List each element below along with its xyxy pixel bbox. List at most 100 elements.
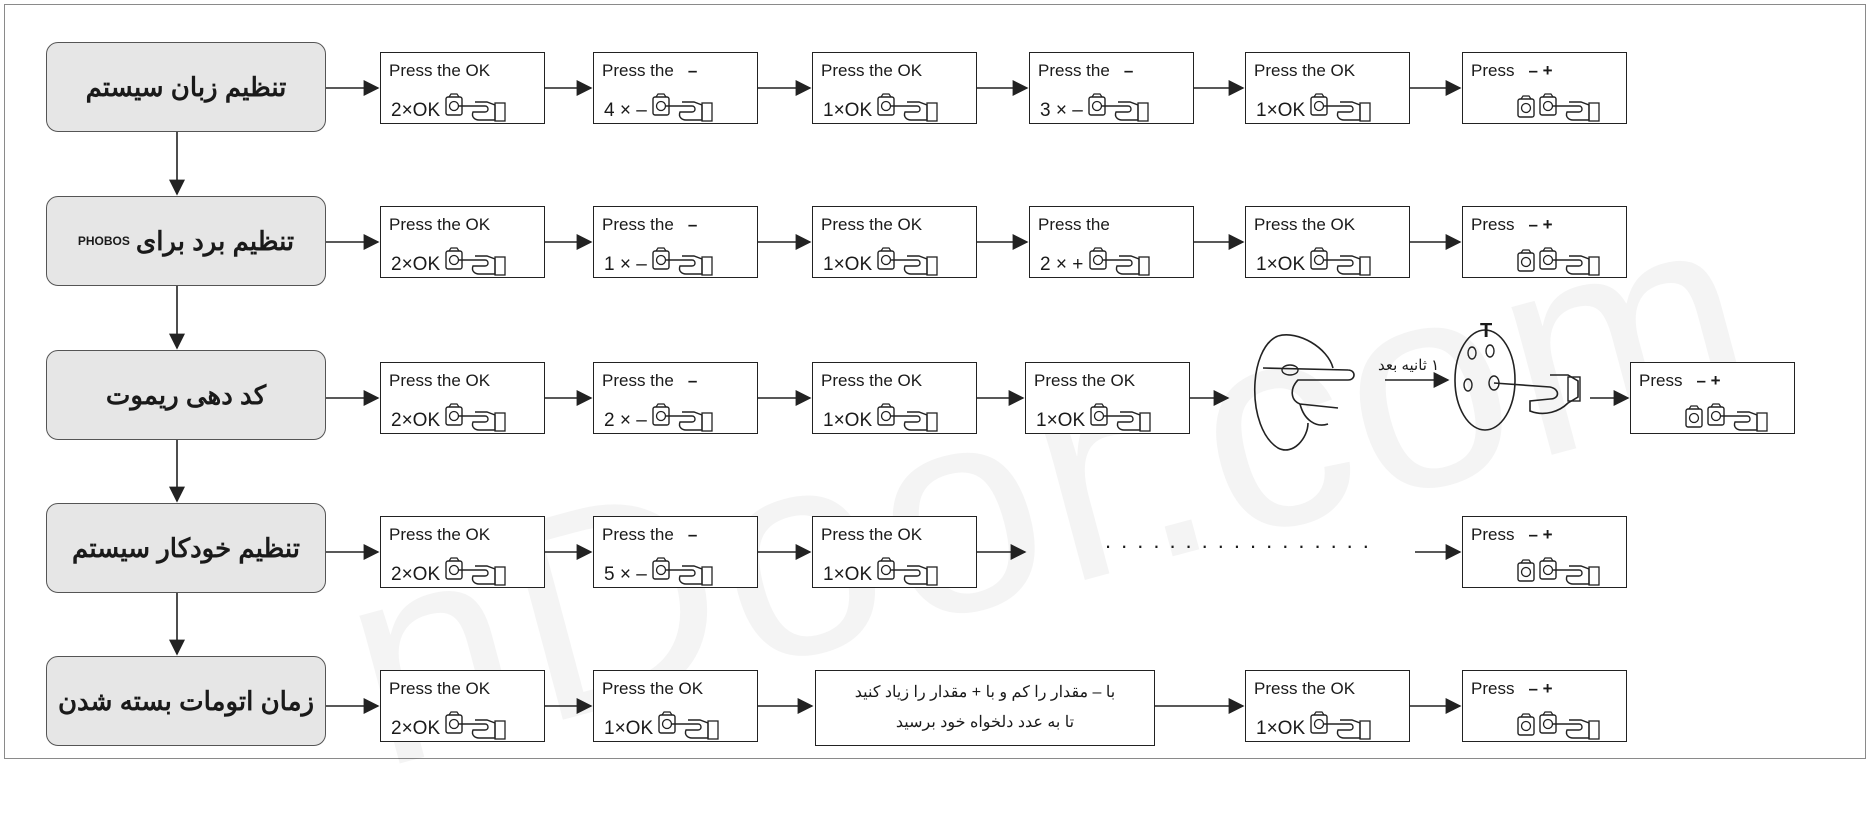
- step-count: 5 × –: [604, 557, 714, 593]
- adjust-value-note: با – مقدار را کم و با + مقدار را زیاد کن…: [815, 670, 1155, 746]
- step-count-text: 1×OK: [823, 100, 878, 122]
- step-instruction: Press the OK: [821, 525, 922, 545]
- button-press-icon: [877, 247, 939, 282]
- step-instruction-text: Press the: [602, 61, 674, 80]
- step-key-symbol: – +: [1528, 215, 1553, 234]
- step-instruction: Press– +: [1471, 679, 1553, 699]
- button-press-icon: [877, 403, 939, 438]
- step-count-text: 2×OK: [391, 254, 446, 276]
- step-instruction: Press the OK: [821, 371, 922, 391]
- step-instruction-text: Press the OK: [821, 215, 923, 234]
- step-instruction-text: Press the OK: [389, 61, 491, 80]
- step-instruction-text: Press the: [602, 371, 674, 390]
- button-press-icon: [1310, 247, 1372, 282]
- step-count: [1515, 247, 1601, 283]
- step-count: 1×OK: [604, 711, 720, 747]
- step-instruction: Press the OK: [602, 679, 703, 699]
- step-instruction: Press the–: [1038, 61, 1133, 81]
- button-press-icon: [652, 247, 714, 282]
- step-instruction-text: Press the: [602, 215, 674, 234]
- press-step: Press the– 1 × –: [593, 206, 758, 278]
- step-count-text: 1×OK: [823, 564, 878, 586]
- button-press-icon: [1310, 711, 1372, 746]
- step-count: 1×OK: [823, 93, 939, 129]
- press-step: Press the– 5 × –: [593, 516, 758, 588]
- step-count-text: 1×OK: [1036, 410, 1091, 432]
- step-instruction-text: Press the OK: [1254, 61, 1356, 80]
- step-instruction-text: Press: [1639, 371, 1683, 390]
- step-count-text: 1×OK: [1256, 100, 1311, 122]
- step-instruction: Press – +: [1471, 525, 1553, 545]
- step-instruction-text: Press the: [1038, 215, 1110, 234]
- step-key-symbol: –: [687, 215, 698, 234]
- final-press-step: Press– +: [1462, 52, 1627, 124]
- button-press-icon: [1088, 247, 1151, 282]
- step-instruction-text: Press the OK: [821, 61, 923, 80]
- row-label-text: تنظیم خودکار سیستم: [72, 532, 300, 563]
- step-count: 1×OK: [1256, 247, 1372, 283]
- step-instruction: Press the–: [602, 215, 697, 235]
- step-instruction-text: Press: [1471, 525, 1515, 544]
- row-label-auto-setup: تنظیم خودکار سیستم: [46, 503, 326, 593]
- step-instruction: Press the OK: [389, 61, 490, 81]
- press-step: Press the OK 1×OK: [812, 52, 977, 124]
- step-instruction: Press the OK: [1254, 215, 1355, 235]
- step-count: 2×OK: [391, 93, 507, 129]
- step-instruction-text: Press the OK: [1254, 679, 1356, 698]
- step-count-text: 2×OK: [391, 100, 446, 122]
- step-instruction: Press– +: [1471, 215, 1553, 235]
- press-step: Press the OK 1×OK: [1245, 52, 1410, 124]
- step-count: 1×OK: [823, 247, 939, 283]
- step-count-text: 1 × –: [604, 254, 653, 276]
- step-key-symbol: – +: [1528, 525, 1553, 544]
- press-step: Press the– 2 × –: [593, 362, 758, 434]
- button-press-icon: [1090, 403, 1152, 438]
- step-count: 1×OK: [823, 557, 939, 593]
- final-press-step: Press – +: [1630, 362, 1795, 434]
- step-instruction: Press the OK: [389, 679, 490, 699]
- row-label-language: تنظیم زبان سیستم: [46, 42, 326, 132]
- step-count: [1515, 557, 1601, 593]
- button-press-icon: [658, 711, 720, 746]
- press-step: Press the–3 × –: [1029, 52, 1194, 124]
- step-count-text: 5 × –: [604, 564, 653, 586]
- step-instruction: Press the–: [602, 525, 697, 545]
- step-instruction-text: Press the: [1038, 61, 1110, 80]
- button-press-icon: [1310, 93, 1372, 128]
- button-press-icon: [652, 403, 714, 438]
- row-label-auto-close: زمان اتومات بسته شدن: [46, 656, 326, 746]
- one-second-later-note: ۱ ثانیه بعد: [1378, 357, 1440, 374]
- step-count: 1×OK: [1256, 93, 1372, 129]
- step-count-text: 2 × –: [604, 410, 653, 432]
- final-press-step: Press– +: [1462, 670, 1627, 742]
- step-instruction: Press the–: [602, 61, 697, 81]
- step-instruction-text: Press the OK: [389, 525, 491, 544]
- button-press-icon: [445, 403, 507, 438]
- ellipsis-dots: .................: [1105, 528, 1379, 553]
- step-instruction-text: Press the OK: [389, 371, 491, 390]
- step-count: 2×OK: [391, 403, 507, 439]
- button-press-icon: [445, 557, 507, 592]
- press-step: Press the OK 2×OK: [380, 52, 545, 124]
- step-instruction: Press the OK: [389, 525, 490, 545]
- step-instruction: Press the–: [602, 371, 697, 391]
- step-key-symbol: – +: [1696, 371, 1721, 390]
- button-press-icon: [445, 711, 507, 746]
- board-button-press-illustration: [1254, 334, 1355, 451]
- press-step: Press the–4 × –: [593, 52, 758, 124]
- step-instruction: Press – +: [1639, 371, 1721, 391]
- adjust-value-line-1: با – مقدار را کم و با + مقدار را زیاد کن…: [854, 684, 1116, 701]
- row-label-remote: کد دهی ریموت: [46, 350, 326, 440]
- step-count: 2 × –: [604, 403, 714, 439]
- step-count-text: 1×OK: [604, 718, 659, 740]
- step-instruction-text: Press the: [602, 525, 674, 544]
- step-count: 1×OK: [1036, 403, 1152, 439]
- step-instruction-text: Press the OK: [821, 371, 923, 390]
- step-count: 2×OK: [391, 711, 507, 747]
